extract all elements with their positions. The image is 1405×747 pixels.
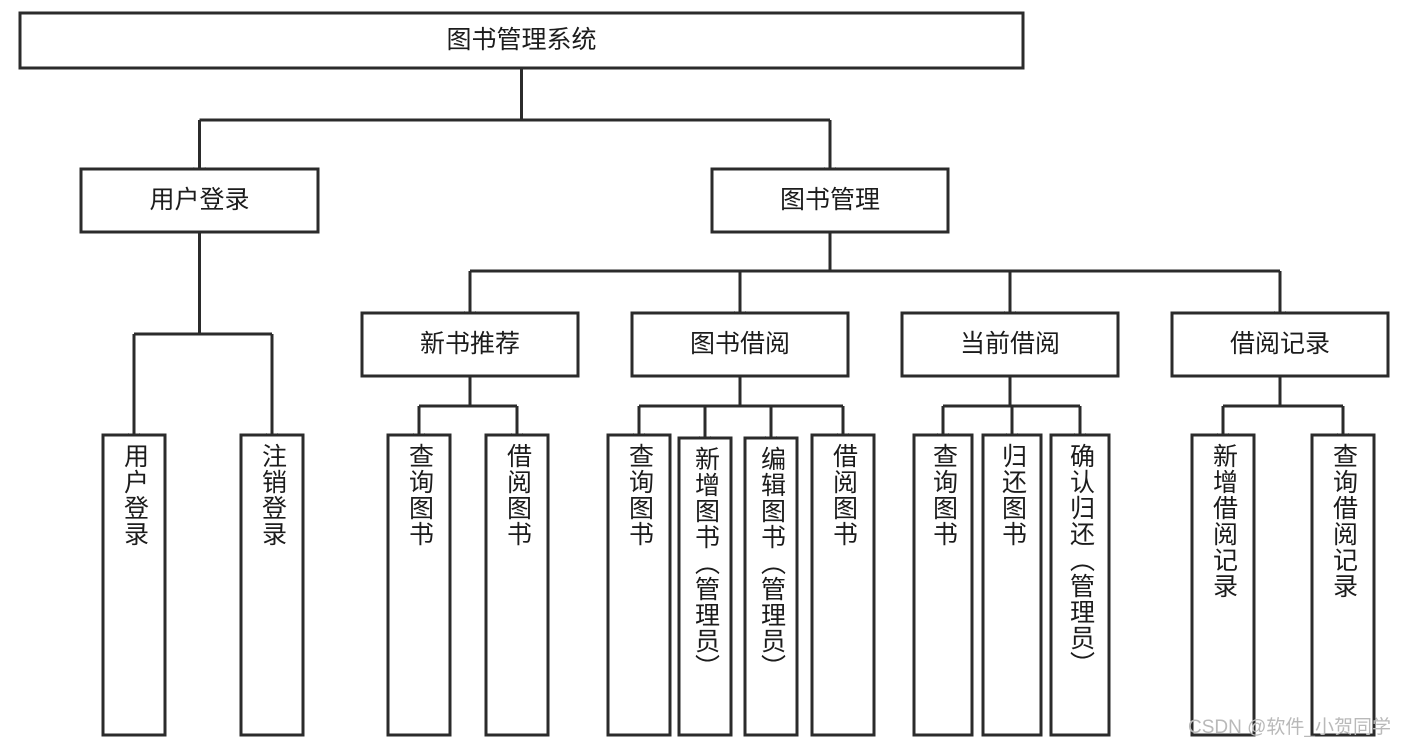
node-label-new-book-recommend: 新书推荐: [420, 330, 520, 358]
node-box-leaf-confirm-return-admin[interactable]: [1049, 433, 1111, 737]
node-box-book-borrow[interactable]: [630, 311, 850, 378]
node-box-leaf-user-login[interactable]: [101, 433, 167, 737]
node-box-book-manage[interactable]: [710, 167, 950, 234]
boxes-layer: [18, 11, 1390, 737]
node-box-leaf-add-book-admin[interactable]: [677, 436, 733, 737]
node-box-leaf-query-book-3[interactable]: [912, 433, 974, 737]
node-box-leaf-return-book[interactable]: [981, 433, 1043, 737]
node-box-borrow-record[interactable]: [1170, 311, 1390, 378]
node-box-leaf-add-borrow-record[interactable]: [1190, 433, 1256, 737]
node-box-leaf-user-logout[interactable]: [239, 433, 305, 737]
node-box-leaf-query-borrow-record[interactable]: [1310, 433, 1376, 737]
node-box-current-borrow[interactable]: [900, 311, 1120, 378]
node-label-root: 图书管理系统: [446, 26, 596, 54]
node-box-leaf-query-book-1[interactable]: [386, 433, 452, 737]
node-label-borrow-record: 借阅记录: [1230, 330, 1330, 358]
node-box-leaf-query-book-2[interactable]: [606, 433, 672, 737]
node-label-current-borrow: 当前借阅: [960, 330, 1060, 358]
node-box-new-book-recommend[interactable]: [360, 311, 580, 378]
node-label-book-borrow: 图书借阅: [690, 330, 790, 358]
connectors-layer: [128, 68, 1349, 449]
node-box-leaf-borrow-book-2[interactable]: [810, 433, 876, 737]
node-box-leaf-edit-book-admin[interactable]: [743, 436, 799, 737]
node-box-user-login[interactable]: [79, 167, 320, 234]
node-box-leaf-borrow-book-1[interactable]: [484, 433, 550, 737]
node-box-root[interactable]: [18, 11, 1025, 70]
node-label-book-manage: 图书管理: [780, 186, 880, 214]
node-label-user-login: 用户登录: [149, 186, 249, 214]
